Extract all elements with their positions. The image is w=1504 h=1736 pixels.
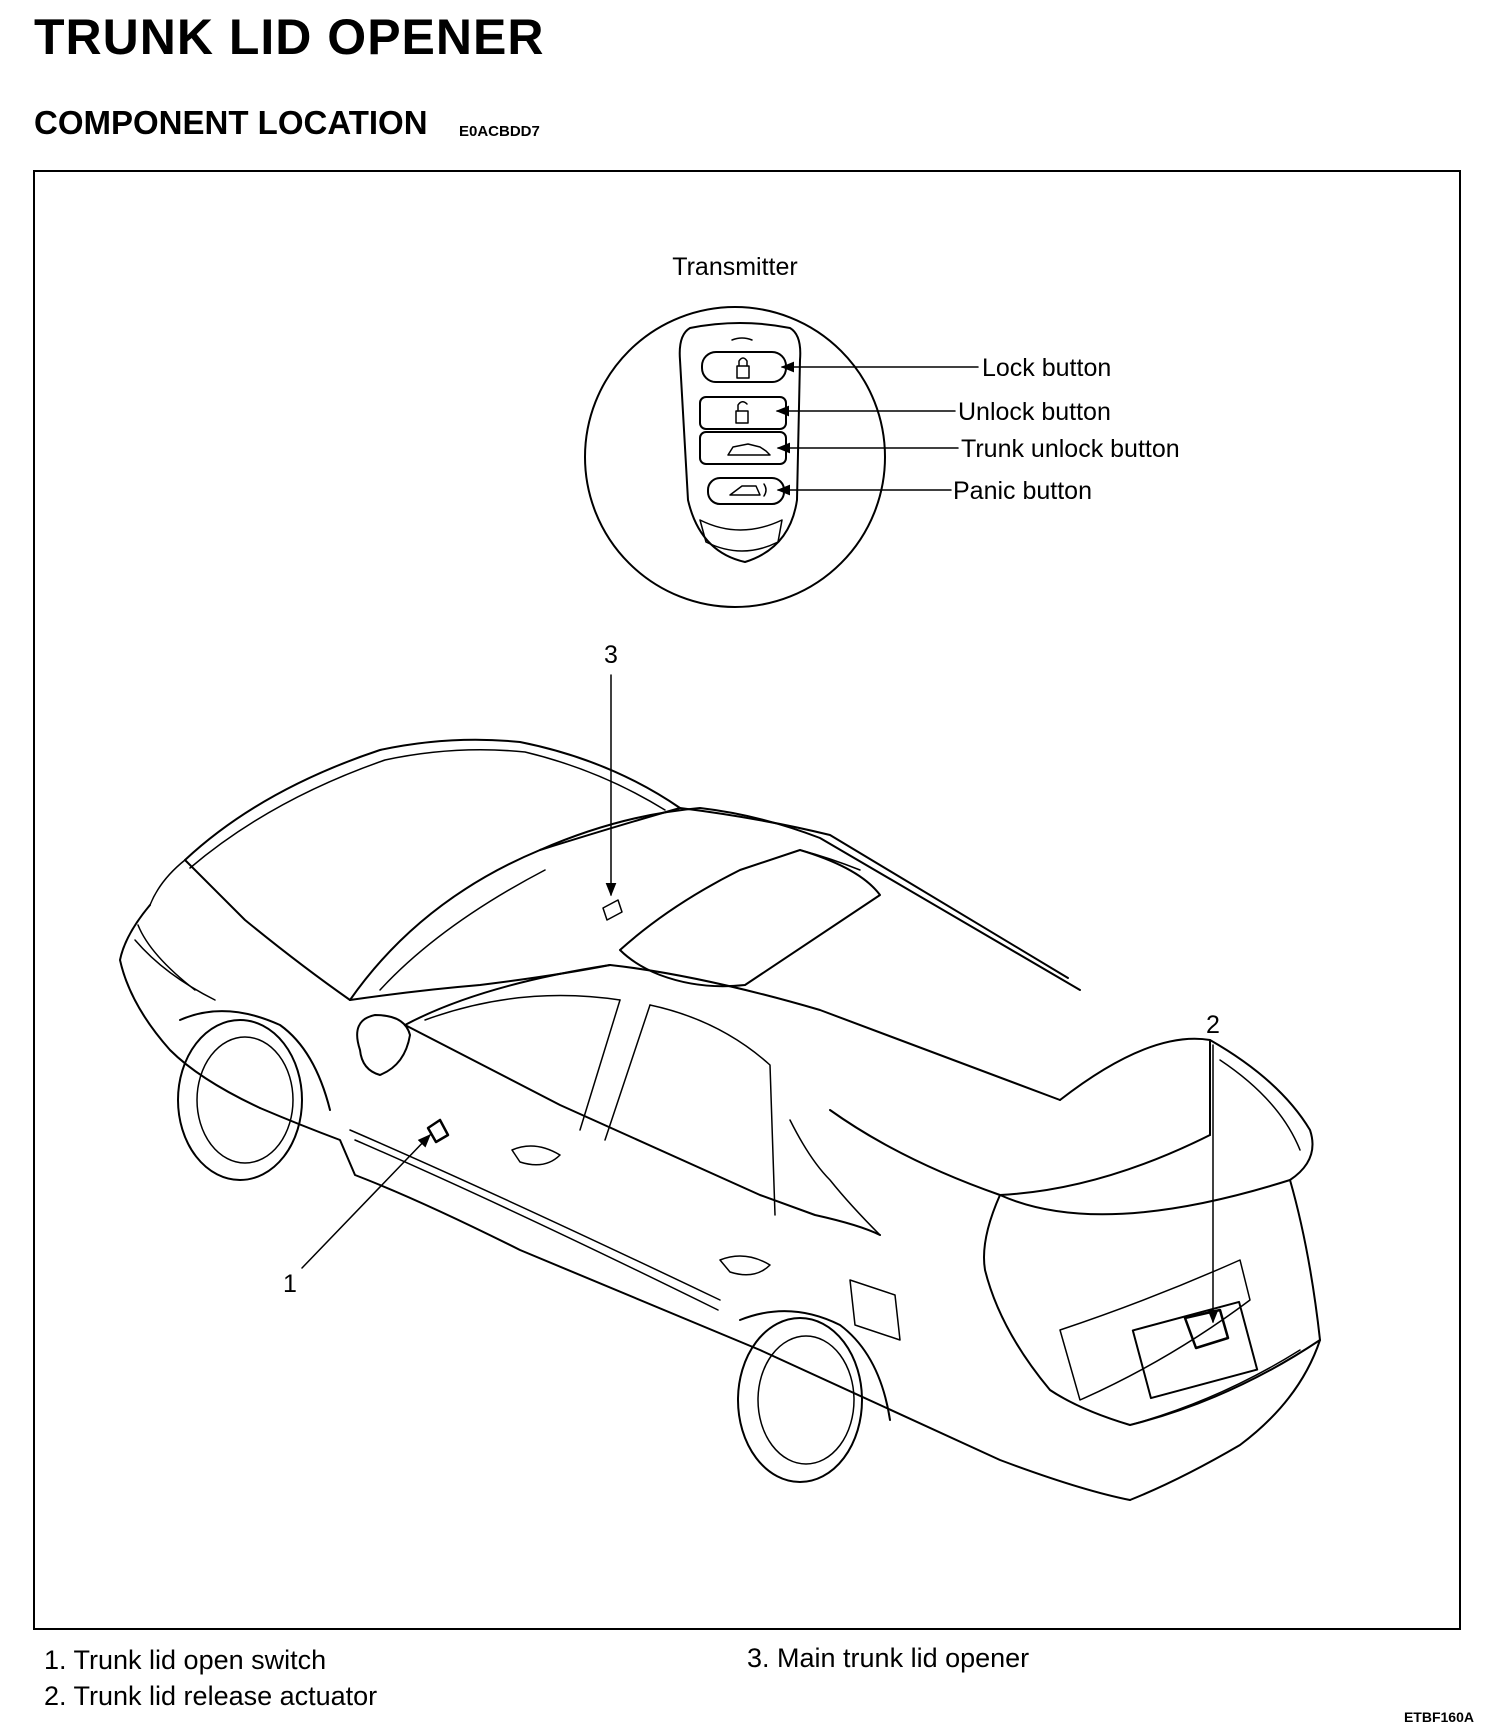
trunk-button-shape <box>699 431 787 465</box>
trunk-lid-release-actuator <box>1183 1308 1230 1350</box>
panic-button-shape <box>707 477 785 505</box>
side-mirror <box>356 1014 411 1076</box>
callout-3: 3 <box>604 641 618 669</box>
legend-item-1: 1. Trunk lid open switch <box>44 1645 327 1675</box>
trunk-unlock-button-label: Trunk unlock button <box>961 435 1180 463</box>
section-heading: COMPONENT LOCATION <box>34 104 428 141</box>
trunk-lid-open-switch <box>426 1118 450 1144</box>
key-fob-tip <box>699 519 783 552</box>
callouts: 3 2 1 <box>283 641 1220 1324</box>
unlock-button-label: Unlock button <box>958 398 1111 426</box>
front-door-handle <box>511 1145 561 1166</box>
document-code: E0ACBDD7 <box>459 123 540 140</box>
trunk-car-icon <box>727 443 771 456</box>
fuel-door <box>849 1279 901 1341</box>
car-drawing <box>119 738 1321 1501</box>
lock-button-label: Lock button <box>982 354 1111 382</box>
legend-item-3: 3. Main trunk lid opener <box>747 1643 1030 1673</box>
figure-code: ETBF160A <box>1403 1709 1474 1725</box>
transmitter-label: Transmitter <box>672 253 797 281</box>
transmitter-inset: Transmitter Lock button <box>584 253 1180 608</box>
lock-icon <box>736 357 750 379</box>
figure-frame <box>33 170 1461 1630</box>
legend-item-2: 2. Trunk lid release actuator <box>44 1681 378 1711</box>
rear-wheel <box>737 1317 863 1483</box>
key-fob-led <box>731 337 753 341</box>
key-fob-body <box>678 322 802 563</box>
panic-horn-icon <box>729 483 767 497</box>
rear-door-handle <box>719 1255 771 1276</box>
unlock-icon <box>735 401 749 424</box>
panic-button-label: Panic button <box>953 477 1092 505</box>
callout-2: 2 <box>1206 1011 1220 1039</box>
main-trunk-lid-opener <box>602 899 623 921</box>
front-wheel <box>177 1019 303 1181</box>
transmitter-circle <box>584 306 886 608</box>
license-plate <box>1131 1300 1259 1400</box>
page-title: TRUNK LID OPENER <box>34 9 545 65</box>
callout-1: 1 <box>283 1270 297 1298</box>
